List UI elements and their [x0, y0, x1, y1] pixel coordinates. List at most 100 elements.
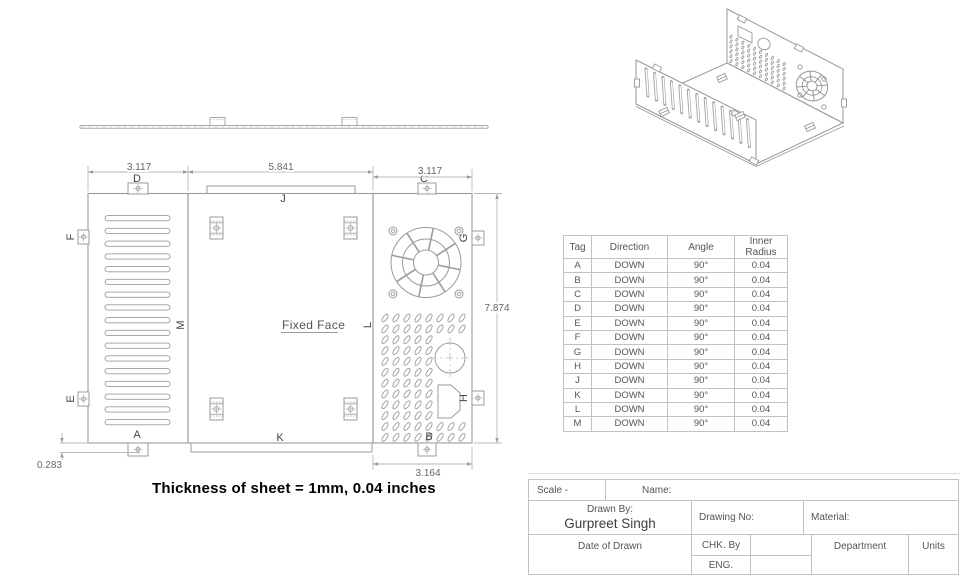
bend-table-cell: A: [563, 257, 592, 274]
bend-tag-label-E: E: [65, 395, 77, 402]
bend-table-cell: 90°: [667, 286, 735, 303]
bend-table-cell: C: [563, 286, 592, 303]
thickness-note: Thickness of sheet = 1mm, 0.04 inches: [152, 480, 436, 497]
bend-tag-label-G: G: [458, 234, 470, 243]
bend-table-cell: DOWN: [591, 344, 668, 360]
titleblock-chk-by: CHK. By: [691, 534, 751, 556]
bend-table-cell: 90°: [667, 344, 735, 360]
bend-table-cell: D: [563, 301, 592, 317]
bend-tag-label-C: C: [420, 173, 428, 185]
bend-table-header-inner-radius: Inner Radius: [734, 235, 788, 259]
bend-tag-label-J: J: [280, 193, 286, 205]
bend-table-header-direction: Direction: [591, 235, 668, 259]
bend-table-cell: 90°: [667, 301, 735, 317]
bend-table-cell: J: [563, 373, 592, 389]
bend-table-cell: DOWN: [591, 301, 668, 317]
bend-table-cell: 0.04: [734, 416, 788, 432]
bend-table-cell: 90°: [667, 416, 735, 432]
bend-table-cell: DOWN: [591, 315, 668, 331]
titleblock-material: Material:: [803, 500, 959, 535]
bend-table-cell: DOWN: [591, 272, 668, 288]
dim-lip-offset: 0.283: [37, 460, 62, 471]
titleblock-drawn-by: Drawn By: Gurpreet Singh: [528, 500, 692, 535]
isometric-view: [634, 8, 847, 167]
titleblock-chk-by-value: [750, 534, 812, 556]
dim-middle-width: 5.841: [268, 162, 293, 173]
bend-table-cell: 90°: [667, 329, 735, 346]
bend-table-cell: F: [563, 329, 592, 346]
bend-table-cell: DOWN: [591, 286, 668, 303]
bend-table-cell: 90°: [667, 272, 735, 288]
bend-table-cell: DOWN: [591, 373, 668, 389]
bend-table-cell: G: [563, 344, 592, 360]
bend-table-cell: 0.04: [734, 373, 788, 389]
bend-table-cell: K: [563, 387, 592, 403]
top-profile-view: [79, 117, 489, 129]
bend-table-cell: DOWN: [591, 358, 668, 375]
bend-table-header-row: Tag Direction Angle Inner Radius: [563, 235, 788, 259]
bend-table-header-angle: Angle: [667, 235, 735, 259]
bend-tag-label-M: M: [175, 320, 187, 329]
bend-table-cell: L: [563, 401, 592, 418]
bend-tag-label-L: L: [362, 322, 374, 328]
titleblock-date: Date of Drawn: [528, 534, 692, 575]
bend-table-cell: 90°: [667, 373, 735, 389]
bend-table-cell: 0.04: [734, 272, 788, 288]
titleblock-drawing-no: Drawing No:: [691, 500, 804, 535]
sheet-frame-line: [528, 473, 960, 474]
dim-right-width: 3.117: [418, 166, 443, 177]
bend-table-cell: 0.04: [734, 401, 788, 418]
drawn-by-label: Drawn By:: [586, 504, 634, 515]
bend-table-cell: DOWN: [591, 416, 668, 432]
bend-table-cell: M: [563, 416, 592, 432]
bend-tag-label-F: F: [65, 233, 77, 240]
titleblock-units: Units: [908, 534, 959, 575]
bend-table-header-tag: Tag: [563, 235, 592, 259]
bend-table-cell: DOWN: [591, 401, 668, 418]
bend-table-cell: 0.04: [734, 329, 788, 346]
bend-table-cell: 0.04: [734, 358, 788, 375]
bend-table-cell: 0.04: [734, 344, 788, 360]
titleblock-eng-value: [750, 555, 812, 575]
bend-tag-label-D: D: [133, 173, 141, 185]
titleblock-scale: Scale -: [528, 479, 606, 501]
bend-tag-label-K: K: [276, 432, 284, 444]
drawn-by-value: Gurpreet Singh: [564, 516, 656, 531]
bend-table-cell: 90°: [667, 257, 735, 274]
bend-table-cell: 90°: [667, 387, 735, 403]
bend-table-cell: DOWN: [591, 329, 668, 346]
bend-table-cell: 90°: [667, 358, 735, 375]
dim-height: 7.874: [484, 303, 509, 314]
bend-tag-label-A: A: [133, 429, 141, 441]
bend-table-cell: B: [563, 272, 592, 288]
bend-table-cell: DOWN: [591, 257, 668, 274]
bend-table-cell: 0.04: [734, 301, 788, 317]
title-block: Scale - Name: Drawn By: Gurpreet Singh D…: [528, 479, 959, 575]
bend-table-cell: H: [563, 358, 592, 375]
bend-table-cell: 0.04: [734, 286, 788, 303]
titleblock-name: Name:: [605, 479, 959, 501]
bend-table-cell: 0.04: [734, 257, 788, 274]
bend-table-cell: 0.04: [734, 387, 788, 403]
titleblock-eng: ENG.: [691, 555, 751, 575]
bend-table-cell: 90°: [667, 401, 735, 418]
fixed-face-label: Fixed Face: [282, 318, 345, 332]
bend-tag-label-H: H: [458, 394, 470, 402]
titleblock-department: Department: [811, 534, 909, 575]
bend-table-cell: E: [563, 315, 592, 331]
